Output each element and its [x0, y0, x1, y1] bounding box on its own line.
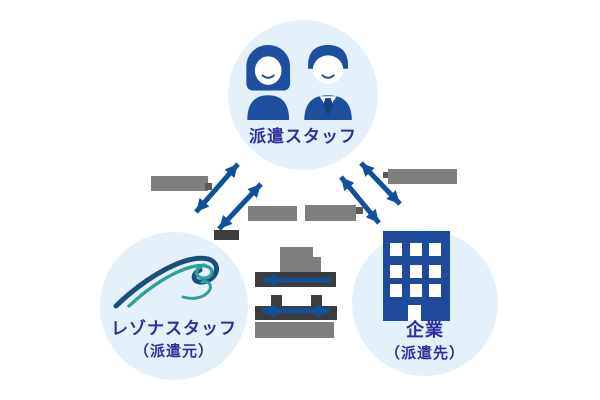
redacted-label	[255, 306, 337, 320]
redacted-label	[205, 183, 212, 190]
redacted-label	[280, 247, 313, 257]
two-people-icon	[246, 44, 352, 120]
resona-logo-icon	[113, 255, 219, 309]
redacted-label	[151, 176, 208, 191]
staff-label: 派遣スタッフ	[249, 127, 357, 146]
redacted-label	[311, 295, 322, 307]
node-dispatch-staff: 派遣スタッフ	[228, 20, 378, 170]
node-company: 企業 （派遣先）	[352, 230, 498, 376]
redacted-label	[255, 272, 336, 287]
building-windows	[390, 243, 441, 321]
redacted-label	[248, 206, 297, 221]
redacted-label	[356, 207, 363, 214]
redacted-label	[388, 169, 457, 184]
agency-sublabel: （派遣元）	[133, 343, 214, 360]
company-label: 企業	[406, 320, 444, 340]
building-icon	[383, 231, 450, 321]
redacted-label	[271, 295, 282, 307]
building-door	[408, 305, 421, 321]
agency-label: レゾナスタッフ	[111, 319, 237, 338]
redacted-label	[280, 257, 321, 272]
man-icon	[304, 44, 352, 120]
redacted-label	[255, 322, 334, 338]
redacted-label	[214, 230, 239, 240]
woman-icon	[246, 44, 291, 120]
company-sublabel: （派遣先）	[384, 345, 465, 362]
node-resona-staff: レゾナスタッフ （派遣元）	[100, 232, 248, 380]
redacted-label	[305, 205, 356, 221]
